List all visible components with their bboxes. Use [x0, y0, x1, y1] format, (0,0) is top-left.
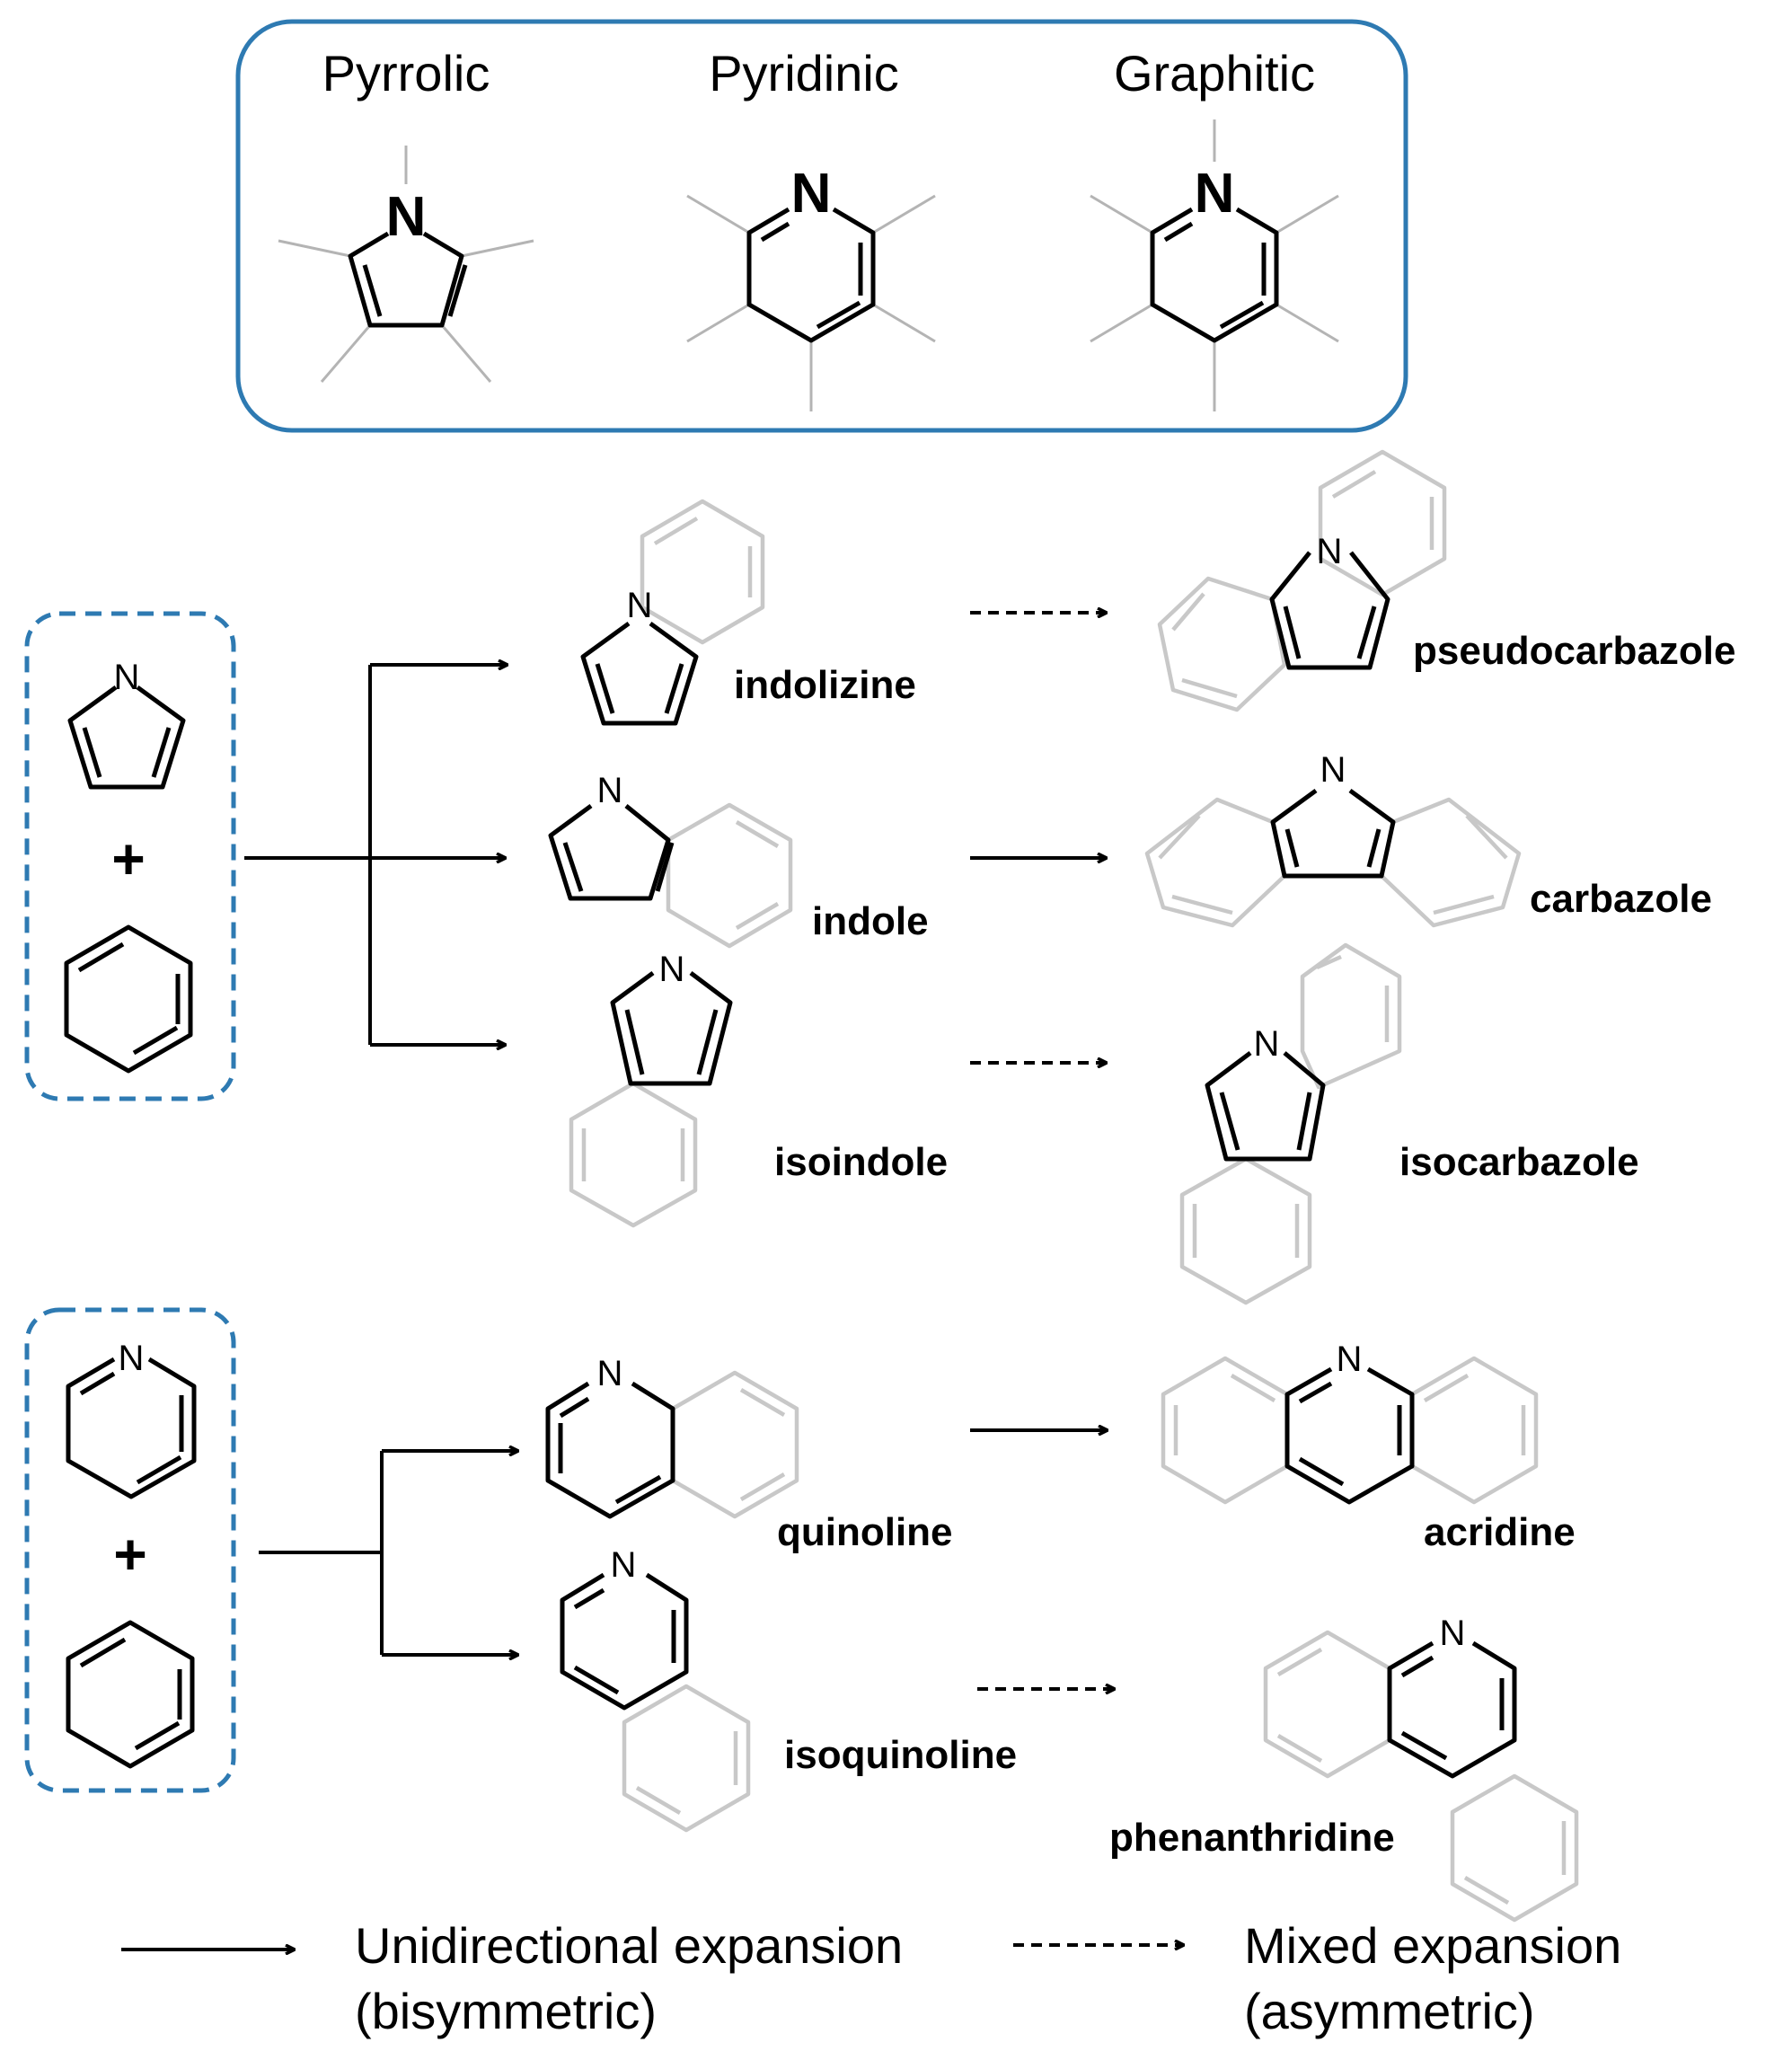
pyridine-n-label: N	[119, 1339, 145, 1378]
pyridinic-n-label: N	[791, 163, 832, 225]
label-acridine: acridine	[1424, 1510, 1576, 1554]
header-box	[235, 19, 1408, 433]
carbazole-n-label: N	[1320, 750, 1346, 790]
header-label-pyrrolic: Pyrrolic	[322, 45, 490, 102]
pseudocarbazole-n-label: N	[1317, 532, 1343, 571]
legend-solid-line2: (bisymmetric)	[355, 1983, 657, 2039]
pyrrole-branch-arrows	[244, 665, 508, 1045]
indolizine-structure: N	[580, 499, 765, 726]
isoquinoline-n-label: N	[611, 1545, 637, 1585]
benzene-reactant-2	[66, 1620, 195, 1769]
pyridine-benzene-box	[24, 1307, 236, 1793]
isoindole-n-label: N	[659, 950, 685, 989]
isoindole-structure: N	[569, 950, 733, 1228]
phenanthridine-n-label: N	[1440, 1614, 1466, 1653]
pyrrolic-n-structure: N	[278, 146, 534, 383]
plus-sign-2: +	[113, 1522, 146, 1587]
isoquinoline-structure: N	[560, 1545, 751, 1833]
legend-solid-line1: Unidirectional expansion	[355, 1917, 903, 1974]
phenanthridine-structure: N	[1263, 1614, 1579, 1923]
graphitic-n-label: N	[1195, 163, 1235, 225]
pyrrole-n-label: N	[114, 658, 140, 697]
quinoline-n-label: N	[597, 1354, 623, 1393]
label-carbazole: carbazole	[1530, 877, 1712, 921]
pyridine-branch-arrows	[259, 1451, 518, 1655]
pseudocarbazole-structure: N	[1157, 449, 1447, 712]
label-indolizine: indolizine	[734, 663, 916, 707]
label-phenanthridine: phenanthridine	[1109, 1816, 1395, 1860]
label-indole: indole	[812, 899, 929, 943]
pyrrole-benzene-box	[24, 611, 236, 1101]
label-isocarbazole: isocarbazole	[1399, 1140, 1639, 1184]
acridine-n-label: N	[1337, 1340, 1363, 1379]
pyridine-reactant: N	[66, 1339, 197, 1499]
graphitic-n-structure: N	[1090, 119, 1339, 411]
pyrrolic-n-label: N	[386, 186, 427, 248]
isocarbazole-n-label: N	[1254, 1024, 1280, 1064]
label-pseudocarbazole: pseudocarbazole	[1413, 629, 1735, 673]
indole-n-label: N	[597, 771, 623, 810]
header-label-pyridinic: Pyridinic	[709, 45, 899, 102]
label-isoindole: isoindole	[774, 1140, 948, 1184]
indole-structure: N	[548, 771, 793, 949]
plus-sign-1: +	[111, 827, 145, 891]
isocarbazole-structure: N	[1179, 942, 1402, 1305]
legend-dashed-line1: Mixed expansion	[1244, 1917, 1621, 1974]
legend-dashed-line2: (asymmetric)	[1244, 1983, 1535, 2039]
label-quinoline: quinoline	[777, 1510, 953, 1554]
benzene-reactant-1	[64, 924, 193, 1074]
indolizine-n-label: N	[627, 586, 653, 625]
label-isoquinoline: isoquinoline	[784, 1733, 1017, 1777]
carbazole-structure: N	[1144, 750, 1522, 928]
pyridinic-n-structure: N	[686, 163, 936, 411]
pyrrole-reactant: N	[67, 658, 186, 790]
acridine-structure: N	[1161, 1340, 1539, 1505]
header-label-graphitic: Graphitic	[1114, 45, 1315, 102]
quinoline-structure: N	[545, 1354, 799, 1519]
